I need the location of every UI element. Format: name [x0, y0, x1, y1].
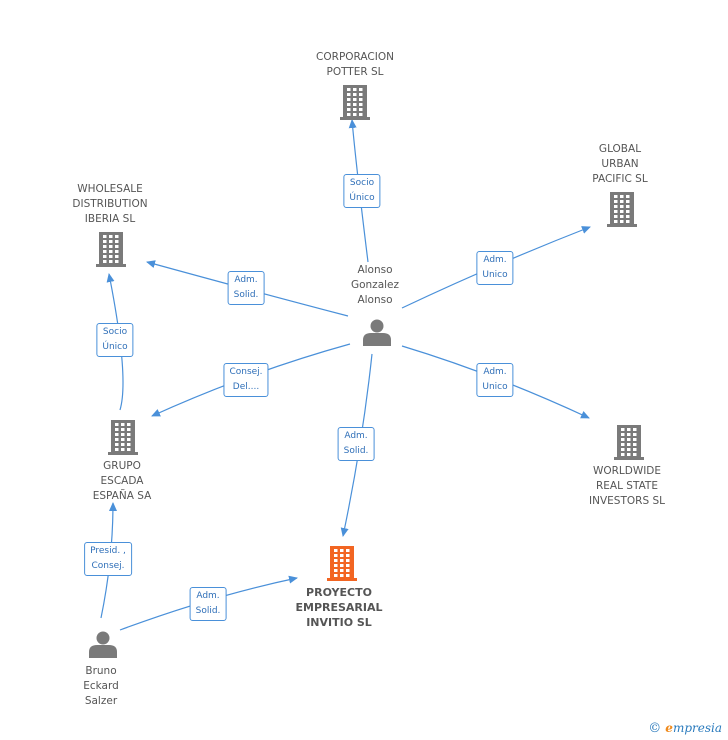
node-label-global[interactable]: GLOBAL URBAN PACIFIC SL — [592, 143, 648, 185]
person-icon-bruno[interactable] — [89, 631, 117, 659]
edge-grupo-to-wholesale — [106, 273, 124, 411]
copyright-icon: © — [648, 721, 662, 736]
edge-label-alonso-to-wholesale[interactable]: Adm. Solid. — [227, 271, 265, 305]
node-label-bruno[interactable]: Bruno Eckard Salzer — [83, 665, 119, 707]
node-label-proyecto[interactable]: PROYECTO EMPRESARIAL INVITIO SL — [295, 586, 383, 629]
node-label-alonso[interactable]: Alonso Gonzalez Alonso — [350, 264, 400, 306]
building-icon-global[interactable] — [607, 192, 637, 227]
person-icon-alonso[interactable] — [363, 319, 391, 347]
node-label-worldwide[interactable]: WORLDWIDE REAL STATE INVESTORS SL — [589, 465, 665, 507]
edge-label-bruno-to-proyecto[interactable]: Adm. Solid. — [189, 587, 227, 621]
edge-label-alonso-to-corporacion[interactable]: Socio Único — [343, 174, 381, 208]
node-label-corporacion[interactable]: CORPORACION POTTER SL — [316, 51, 394, 78]
edge-label-bruno-to-grupo[interactable]: Presid. , Consej. — [84, 542, 132, 576]
node-label-grupo[interactable]: GRUPO ESCADA ESPAÑA SA — [92, 460, 152, 502]
building-icon-wholesale[interactable] — [96, 232, 126, 267]
building-icon-grupo[interactable] — [108, 420, 138, 455]
edge-label-grupo-to-wholesale[interactable]: Socio Único — [96, 323, 134, 357]
building-icon-proyecto[interactable] — [327, 546, 357, 581]
brand-footer: ©empresia — [648, 721, 722, 736]
node-label-wholesale[interactable]: WHOLESALE DISTRIBUTION IBERIA SL — [72, 183, 148, 225]
edge-label-alonso-to-grupo[interactable]: Consej. Del.... — [223, 363, 269, 397]
brand-logo-text: mpresia — [672, 721, 722, 735]
building-icon-corporacion[interactable] — [340, 85, 370, 120]
edge-label-alonso-to-worldwide[interactable]: Adm. Unico — [476, 363, 514, 397]
brand-logo-e: e — [665, 721, 673, 735]
building-icon-worldwide[interactable] — [614, 425, 644, 460]
edge-label-alonso-to-global[interactable]: Adm. Unico — [476, 251, 514, 285]
edge-label-alonso-to-proyecto[interactable]: Adm. Solid. — [337, 427, 375, 461]
